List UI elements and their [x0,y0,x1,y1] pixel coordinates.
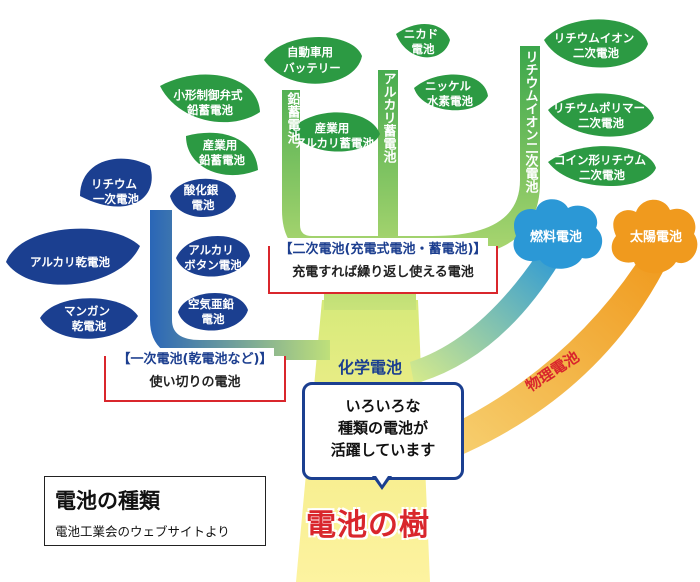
fuel-cell-cloud [513,199,603,269]
leaf-label-coin-lithium: コイン形リチウム 二次電池 [554,153,650,182]
leaf-nicd [396,23,450,58]
speech-line-1: いろいろな [345,397,421,415]
leaf-small-valve-lead [160,74,260,123]
leaf-label-nimh: ニッケル 水素電池 [425,79,475,108]
chemical-cell-label: 化学電池 [338,358,403,377]
primary-subtitle: 使い切りの電池 [149,375,241,390]
speech-bubble: いろいろな 種類の電池が 活躍しています [302,382,464,480]
leaf-lithium-primary [80,158,152,207]
leaf-label-alkaline-dry: アルカリ乾電池 [30,255,111,269]
speech-line-2: 種類の電池が [337,419,428,437]
speech-bubble-tail-inner [376,476,388,485]
primary-battery-box: 【一次電池(乾電池など)】 使い切りの電池 [104,348,286,402]
leaf-label-li-polymer: リチウムポリマー 二次電池 [553,101,649,130]
leaf-industrial-alkaline [290,112,380,152]
leaf-label-small-valve-lead: 小形制御弁式 鉛蓄電池 [172,88,246,117]
leaf-alkaline-button [176,235,250,277]
secondary-subtitle: 充電すれば繰り返し使える電池 [292,265,474,280]
secondary-heading: 【二次電池(充電式電池・蓄電池)】 [277,238,489,257]
leaf-label-manganese: マンガン 乾電池 [64,304,114,333]
leaf-label-industrial-lead: 産業用 鉛蓄電池 [199,138,245,167]
fuel-cell-branch [410,250,560,384]
leaf-label-silver-oxide: 酸化銀 電池 [184,183,223,212]
secondary-battery-box: 【二次電池(充電式電池・蓄電池)】 充電すれば繰り返し使える電池 [268,238,498,294]
leaf-silver-oxide [170,178,236,218]
leaf-nimh [414,74,488,111]
leaf-label-zinc-air: 空気亜鉛 電池 [188,297,238,326]
caption-subtitle: 電池工業会のウェブサイトより [55,524,230,539]
leaf-label-industrial-alkaline: 産業用 アルカリ蓄電池 [294,121,375,150]
leaf-manganese [40,298,138,339]
tree-title: 電池の樹 [306,508,430,543]
leaf-label-alkaline-button: アルカリ ボタン電池 [184,243,242,272]
solar-cell-label: 太陽電池 [629,229,682,245]
leaf-li-polymer [548,93,654,137]
fuel-cell-label: 燃料電池 [530,229,582,245]
leaf-coin-lithium [548,146,656,187]
leaf-label-auto-battery: 自動車用 バッテリー [283,45,341,75]
branch-label-lithium-ion: リチウムイオン二次電池 [523,50,539,194]
speech-line-3: 活躍しています [330,441,436,459]
branch-label-lead: 鉛蓄電池 [285,91,301,145]
leaf-industrial-lead [186,132,258,176]
leaf-auto-battery [264,36,362,84]
solar-cell-cloud [611,199,698,274]
caption-title: 電池の種類 [55,489,160,513]
leaf-zinc-air [178,292,248,331]
primary-heading: 【一次電池(乾電池など)】 [115,348,275,367]
leaf-label-nicd: ニカド 電池 [404,27,443,56]
leaf-alkaline-dry [6,228,140,285]
branch-label-alkaline: アルカリ蓄電池 [381,72,397,164]
leaf-li-ion [544,19,648,68]
caption-box: 電池の種類 電池工業会のウェブサイトより [44,476,266,546]
green-leaves [160,19,656,187]
leaf-label-li-ion: リチウムイオン 二次電池 [554,31,639,60]
physical-cell-branch [418,258,664,470]
navy-leaves [6,158,250,339]
primary-branch [150,210,330,360]
leaf-label-lithium-primary: リチウム 一次電池 [91,177,141,206]
